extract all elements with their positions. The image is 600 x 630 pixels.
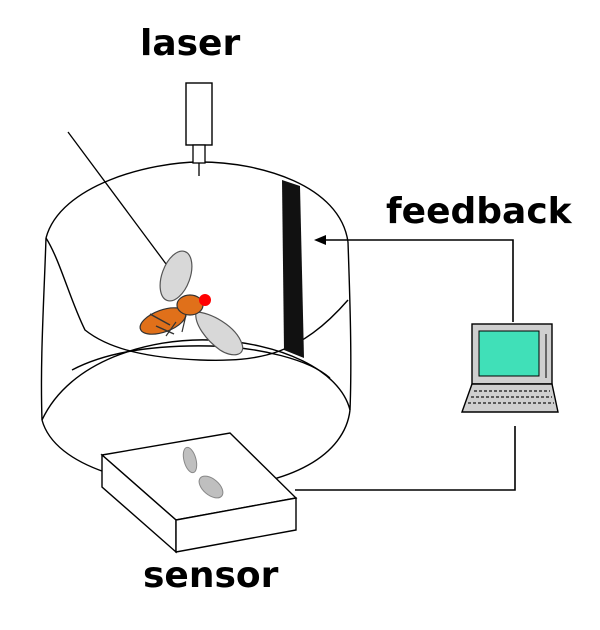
laptop-computer-icon <box>461 323 559 413</box>
tether-line <box>67 131 173 273</box>
arena-right-wall <box>347 241 352 411</box>
optical-sensor-icon <box>100 432 298 554</box>
laser-emitter-icon <box>185 82 213 176</box>
feedback-arrowhead <box>314 235 326 245</box>
fly-wing-upper <box>159 250 193 302</box>
arena-left-wall <box>40 237 47 421</box>
fly-eye <box>199 294 211 306</box>
fly-thorax <box>176 294 204 316</box>
feedback-loop <box>295 239 516 491</box>
sensor-footprint-lower <box>198 475 224 499</box>
feedback-label: feedback <box>386 191 572 232</box>
feedback-line-upper <box>318 239 514 322</box>
visual-stripe-panel <box>282 180 304 358</box>
sensor-label: sensor <box>143 555 279 596</box>
laser-label: laser <box>140 23 241 64</box>
feedback-line-lower <box>295 426 516 491</box>
sensor-right-face <box>175 497 297 553</box>
arena-inner-floor <box>71 345 331 379</box>
fly-wing-lower <box>195 311 244 356</box>
sensor-footprint-upper <box>182 446 198 474</box>
fruit-fly-icon <box>139 250 244 356</box>
arena-top-rim <box>45 161 349 243</box>
